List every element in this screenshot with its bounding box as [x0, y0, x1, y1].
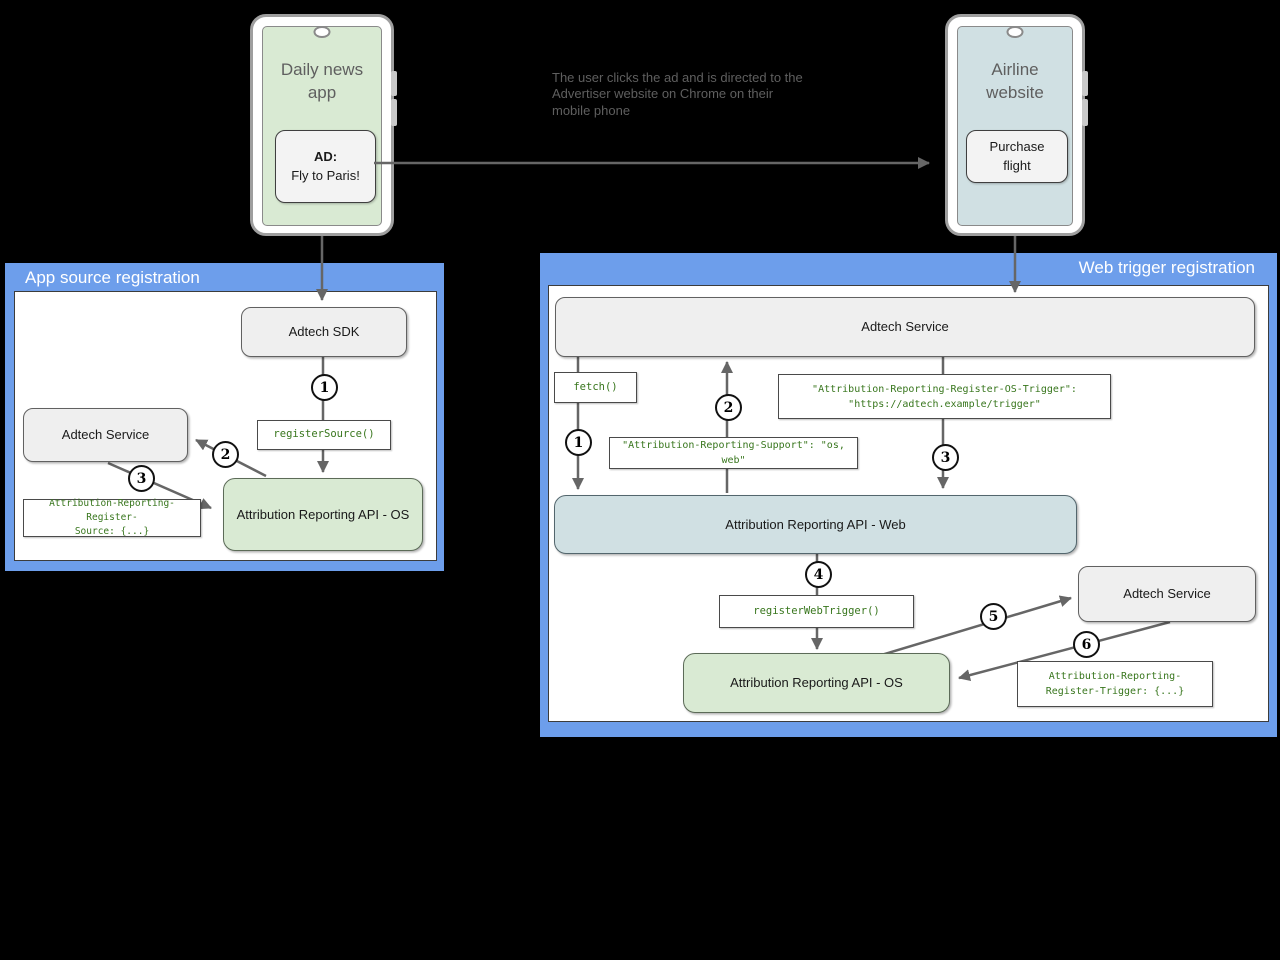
register-source-header-line1: Attribution-Reporting-Register- — [49, 497, 175, 523]
step-badge-1: 1 — [311, 374, 338, 401]
os-trigger-header-box: "Attribution-Reporting-Register-OS-Trigg… — [778, 374, 1111, 419]
camera-icon — [313, 26, 331, 38]
os-trigger-header-line2: "https://adtech.example/trigger" — [848, 398, 1041, 410]
news-app-title: Daily news app — [280, 60, 364, 102]
step-badge-6: 6 — [1073, 631, 1100, 658]
adtech-service-top-box: Adtech Service — [555, 297, 1255, 357]
attribution-api-os-right-box: Attribution Reporting API - OS — [683, 653, 950, 713]
adtech-sdk-box: Adtech SDK — [241, 307, 407, 357]
register-trigger-header-box: Attribution-Reporting- Register-Trigger:… — [1017, 661, 1213, 707]
register-source-header-box: Attribution-Reporting-Register- Source: … — [23, 497, 201, 538]
adtech-service-right-box: Adtech Service — [1078, 566, 1256, 622]
purchase-flight-button: Purchase flight — [966, 130, 1068, 183]
phone-side-button — [1082, 99, 1088, 126]
phone-side-button — [391, 71, 397, 96]
step-badge-4: 4 — [805, 561, 832, 588]
ad-text: Fly to Paris! — [291, 167, 360, 183]
caption-text: The user clicks the ad and is directed t… — [552, 70, 803, 118]
register-web-trigger-call-box: registerWebTrigger() — [719, 595, 914, 628]
step-badge-1: 1 — [565, 429, 592, 456]
airline-site-title: Airline website — [986, 60, 1044, 102]
step-badge-2: 2 — [715, 394, 742, 421]
phone-side-button — [391, 99, 397, 126]
step-badge-2: 2 — [212, 441, 239, 468]
attribution-api-web-box: Attribution Reporting API - Web — [554, 495, 1077, 554]
phone-airline: Airline website Purchase flight — [945, 14, 1088, 236]
register-source-call-box: registerSource() — [257, 420, 391, 450]
register-trigger-header-line1: Attribution-Reporting- — [1048, 671, 1182, 682]
register-source-header-line2: Source: {...} — [74, 526, 150, 538]
support-header-box: "Attribution-Reporting-Support": "os, we… — [609, 437, 858, 469]
attribution-api-os-box: Attribution Reporting API - OS — [223, 478, 423, 551]
panel-app-source-title: App source registration — [25, 268, 200, 287]
step-badge-3: 3 — [932, 444, 959, 471]
adtech-service-box: Adtech Service — [23, 408, 188, 462]
camera-icon — [1006, 26, 1024, 38]
phone-news: Daily news app AD: Fly to Paris! — [250, 14, 397, 236]
panel-web-trigger-title: Web trigger registration — [1078, 258, 1255, 277]
phone-airline-screen — [957, 26, 1073, 226]
phone-side-button — [1082, 71, 1088, 96]
os-trigger-header-line1: "Attribution-Reporting-Register-OS-Trigg… — [812, 383, 1077, 395]
register-trigger-header-line2: Register-Trigger: {...} — [1045, 686, 1185, 697]
fetch-call-box: fetch() — [554, 372, 637, 403]
step-badge-3: 3 — [128, 465, 155, 492]
ad-label: AD: — [313, 149, 338, 165]
step-badge-5: 5 — [980, 603, 1007, 630]
ad-box: AD: Fly to Paris! — [275, 130, 376, 203]
